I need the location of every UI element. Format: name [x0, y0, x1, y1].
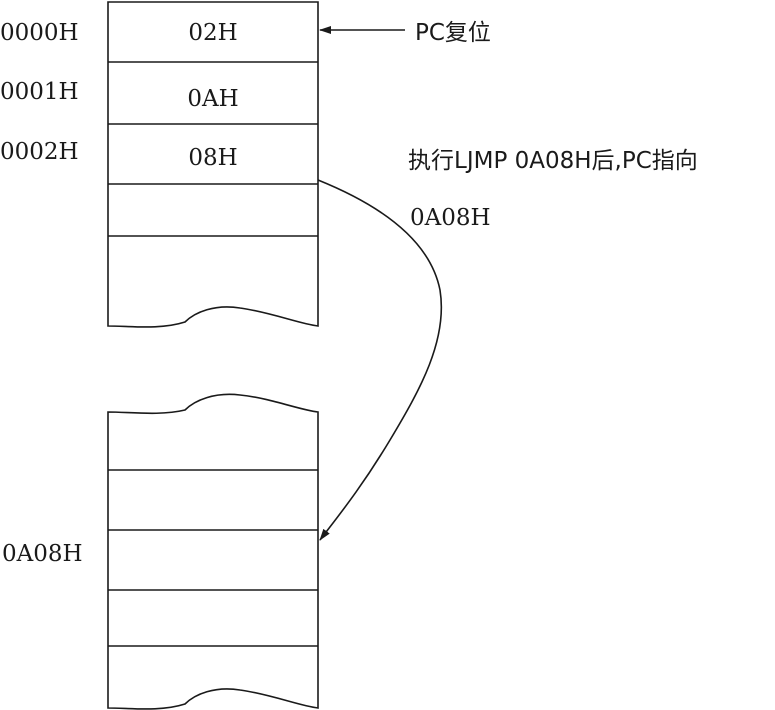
cell-value: 0AH [187, 86, 238, 112]
address-label: 0000H [0, 20, 79, 46]
jump-note-line2: 0A08H [410, 205, 491, 231]
address-label: 0001H [0, 79, 79, 105]
pc-reset-pointer: PC复位 [319, 20, 491, 46]
jump-arrow [317, 179, 443, 541]
address-label: 0A08H [2, 541, 83, 567]
cell-value: 02H [188, 20, 237, 46]
upper-memory-block: 02H 0AH 08H 0000H 0001H 0002H [0, 1, 319, 328]
lower-block-outline [107, 393, 319, 710]
pc-reset-label: PC复位 [415, 20, 491, 46]
upper-block-outline [107, 1, 319, 328]
cell-value: 08H [188, 145, 237, 171]
jump-annotation: 执行LJMP 0A08H后,PC指向 0A08H [408, 148, 698, 231]
lower-memory-block: 0A08H [2, 393, 319, 710]
address-label: 0002H [0, 139, 79, 165]
jump-note-line1: 执行LJMP 0A08H后,PC指向 [408, 148, 698, 174]
